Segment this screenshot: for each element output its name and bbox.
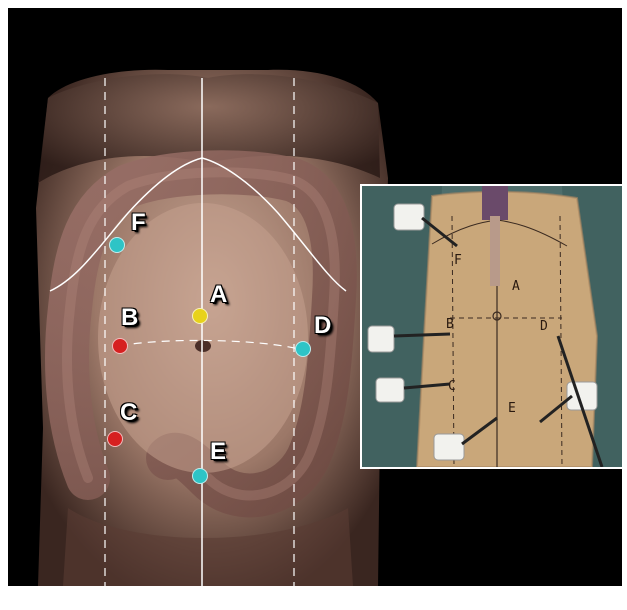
photo-label-b: B xyxy=(446,318,454,331)
port-b-label: B xyxy=(121,306,138,330)
port-a-label: A xyxy=(210,283,227,307)
abdomen-center xyxy=(98,203,308,473)
photo-label-a: A xyxy=(512,280,520,293)
port-f-label: F xyxy=(131,211,146,235)
image-background: A B C D E F xyxy=(8,8,622,586)
port-e-label: E xyxy=(210,440,226,464)
operative-photo-drawing xyxy=(362,186,622,467)
navel xyxy=(195,340,211,352)
photo-label-e: E xyxy=(508,402,516,415)
port-c-label: C xyxy=(120,401,137,425)
port-a-marker xyxy=(192,308,208,324)
port-b-marker xyxy=(112,338,128,354)
photo-label-f: F xyxy=(454,254,462,267)
operative-photo: A B C D E F xyxy=(360,184,622,469)
port-d-label: D xyxy=(314,314,331,338)
port-f-marker xyxy=(109,237,125,253)
skin-field xyxy=(417,192,597,467)
port-e-marker xyxy=(192,468,208,484)
photo-label-c: C xyxy=(448,380,456,393)
port-c-marker xyxy=(107,431,123,447)
port-d-marker xyxy=(295,341,311,357)
photo-label-d: D xyxy=(540,320,548,333)
